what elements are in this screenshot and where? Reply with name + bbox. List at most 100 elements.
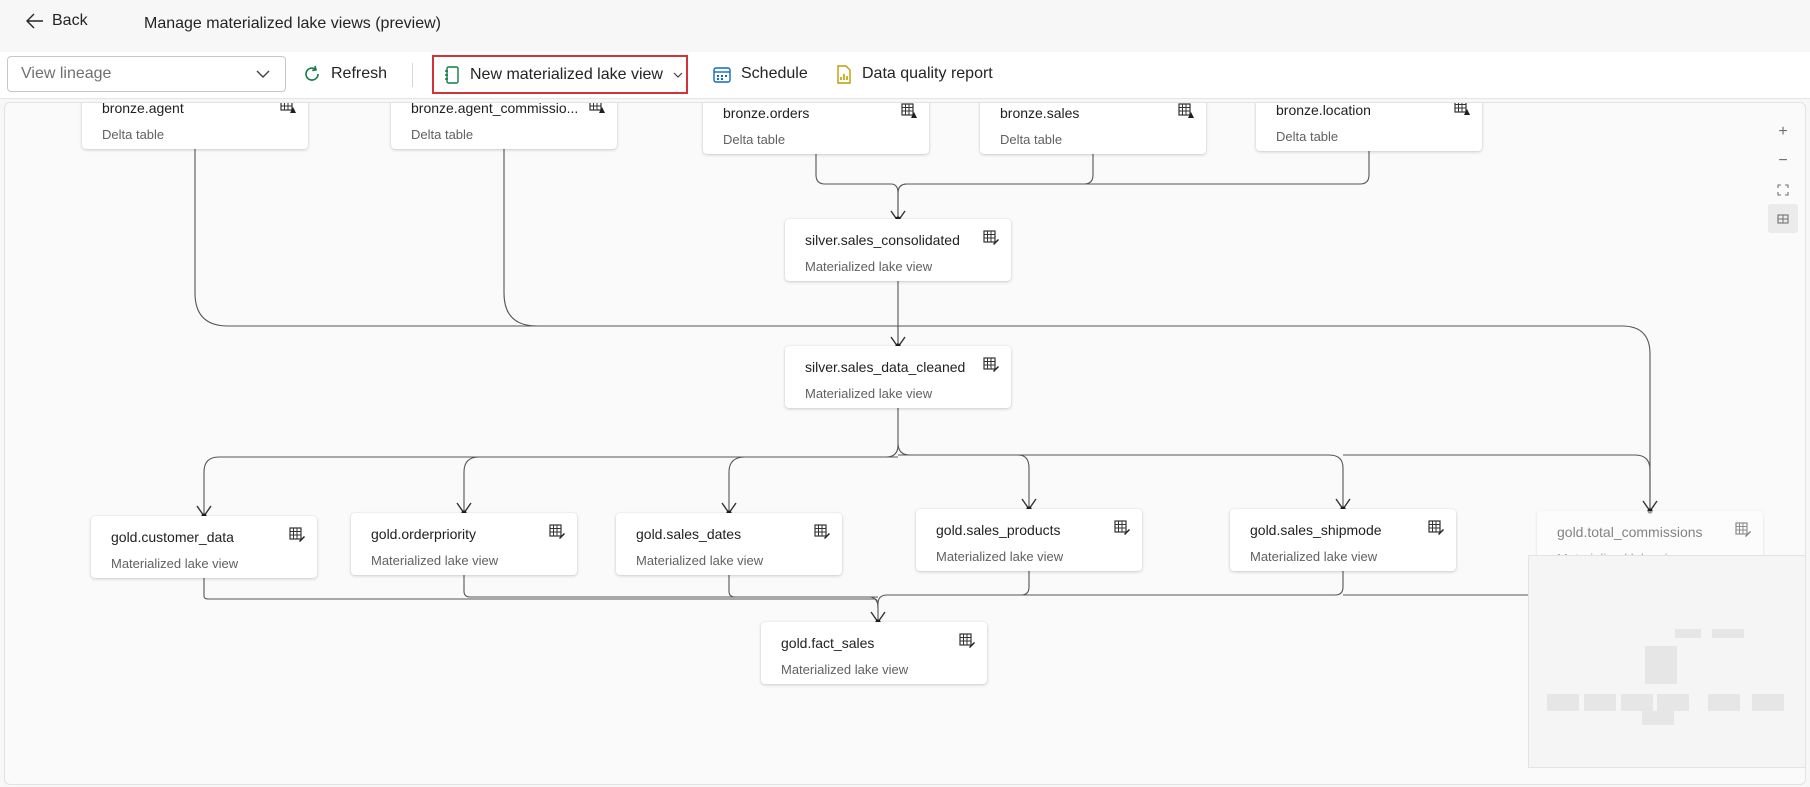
node-type: Materialized lake view	[111, 556, 239, 571]
fit-view-icon	[1777, 183, 1789, 196]
chevron-down-icon	[673, 72, 683, 78]
node-name: gold.fact_sales	[781, 635, 875, 651]
table-view-icon	[1114, 520, 1130, 535]
node-name: gold.customer_data	[111, 529, 234, 545]
table-view-icon	[1735, 522, 1751, 537]
node-type: Materialized lake view	[1250, 549, 1378, 564]
edge-cleaned-orderpriority	[463, 456, 898, 513]
edge-location-consolidated	[897, 145, 1370, 194]
minimap-node	[1621, 694, 1653, 711]
table-icon	[1178, 103, 1194, 118]
node-bronze-sales[interactable]: bronze.sales Delta table	[980, 103, 1206, 154]
node-name: gold.sales_dates	[636, 526, 742, 542]
node-name: gold.total_commissions	[1557, 524, 1703, 540]
node-bronze-location[interactable]: bronze.location Delta table	[1256, 102, 1482, 151]
table-view-icon	[983, 230, 999, 245]
new-mlv-button[interactable]: New materialized lake view	[432, 55, 688, 94]
edge-agent-merge	[194, 143, 899, 347]
node-type: Materialized lake view	[781, 662, 909, 677]
minimap-node	[1642, 711, 1674, 725]
edge-shipmode-fact	[887, 563, 1344, 596]
node-name: gold.sales_products	[936, 522, 1061, 538]
lineage-canvas[interactable]: bronze.agent Delta table bronze.agent_co…	[4, 102, 1806, 785]
edge-orders-consolidated	[815, 148, 899, 221]
edge-merge-total	[898, 325, 1651, 511]
edge-cleaned-products	[897, 442, 1030, 509]
table-view-icon	[289, 527, 305, 542]
back-label: Back	[52, 12, 88, 29]
toolbar-divider	[412, 63, 413, 87]
node-name: bronze.location	[1276, 102, 1371, 118]
edge-dates-fact	[728, 567, 878, 598]
schedule-button[interactable]: Schedule	[713, 56, 808, 92]
report-icon	[837, 64, 851, 84]
arrow-left-icon	[26, 13, 43, 29]
node-name: silver.sales_data_cleaned	[805, 359, 966, 375]
table-icon	[280, 103, 296, 113]
notebook-icon	[445, 65, 459, 84]
node-type: Materialized lake view	[805, 386, 933, 401]
node-type: Materialized lake view	[805, 259, 933, 274]
edge-cleaned-total	[1343, 454, 1651, 511]
node-type: Materialized lake view	[936, 549, 1064, 564]
data-quality-report-button[interactable]: Data quality report	[836, 56, 993, 92]
table-view-icon	[983, 357, 999, 372]
node-name: silver.sales_consolidated	[805, 232, 960, 248]
node-name: bronze.orders	[723, 105, 810, 121]
node-bronze-orders[interactable]: bronze.orders Delta table	[703, 103, 929, 154]
node-name: gold.orderpriority	[371, 526, 477, 542]
zoom-in-button[interactable]: +	[1778, 122, 1788, 140]
node-silver-sales-consolidated[interactable]: silver.sales_consolidated Materialized l…	[785, 219, 1011, 281]
node-gold-sales-shipmode[interactable]: gold.sales_shipmode Materialized lake vi…	[1230, 509, 1456, 571]
back-button[interactable]: Back	[26, 12, 88, 30]
node-name: bronze.agent_commissio...	[411, 102, 579, 116]
table-icon	[901, 103, 917, 118]
node-gold-customer-data[interactable]: gold.customer_data Materialized lake vie…	[91, 516, 317, 578]
minimap-toggle-button[interactable]	[1768, 204, 1798, 233]
zoom-out-button[interactable]: −	[1778, 151, 1788, 169]
minimap[interactable]	[1528, 555, 1806, 768]
node-type: Materialized lake view	[636, 553, 764, 568]
top-bar: Back Manage materialized lake views (pre…	[0, 0, 1810, 52]
refresh-icon	[305, 65, 319, 81]
fit-view-button[interactable]	[1768, 175, 1798, 204]
node-bronze-agent[interactable]: bronze.agent Delta table	[82, 102, 308, 149]
minimap-node	[1712, 629, 1744, 638]
node-name: bronze.agent	[102, 102, 184, 116]
minimap-node	[1547, 694, 1579, 711]
view-select-value: View lineage	[21, 65, 112, 82]
minimap-icon	[1777, 213, 1789, 224]
table-view-icon	[1428, 520, 1444, 535]
node-gold-sales-dates[interactable]: gold.sales_dates Materialized lake view	[616, 513, 842, 575]
node-silver-sales-data-cleaned[interactable]: silver.sales_data_cleaned Materialized l…	[785, 346, 1011, 408]
node-bronze-agent-commission[interactable]: bronze.agent_commissio... Delta table	[391, 102, 617, 149]
dq-label: Data quality report	[862, 65, 993, 82]
calendar-icon	[713, 66, 731, 83]
node-gold-sales-products[interactable]: gold.sales_products Materialized lake vi…	[916, 509, 1142, 571]
table-icon	[589, 103, 605, 113]
minimap-node	[1752, 694, 1784, 711]
table-view-icon	[959, 633, 975, 648]
node-gold-orderpriority[interactable]: gold.orderpriority Materialized lake vie…	[351, 513, 577, 575]
node-name: bronze.sales	[1000, 105, 1080, 121]
node-gold-fact-sales[interactable]: gold.fact_sales Materialized lake view	[761, 622, 987, 684]
page-title: Manage materialized lake views (preview)	[144, 15, 442, 32]
table-view-icon	[549, 524, 565, 539]
node-type: Delta table	[411, 127, 474, 142]
refresh-button[interactable]: Refresh	[303, 56, 387, 92]
new-mlv-label: New materialized lake view	[470, 65, 663, 83]
edge-commission-merge	[503, 143, 538, 327]
table-view-icon	[814, 524, 830, 539]
node-type: Delta table	[1276, 129, 1339, 144]
node-name: gold.sales_shipmode	[1250, 522, 1382, 538]
chevron-down-icon	[256, 70, 270, 78]
toolbar: View lineage Refresh New materialized la…	[0, 52, 1810, 99]
node-type: Delta table	[723, 132, 786, 147]
minimap-node	[1584, 694, 1616, 711]
edge-cleaned-shipmode	[898, 454, 1344, 509]
schedule-label: Schedule	[741, 65, 808, 82]
view-lineage-select[interactable]: View lineage	[7, 56, 286, 92]
edge-orderpriority-fact	[463, 567, 879, 609]
table-icon	[1454, 103, 1470, 115]
node-type: Materialized lake view	[371, 553, 499, 568]
